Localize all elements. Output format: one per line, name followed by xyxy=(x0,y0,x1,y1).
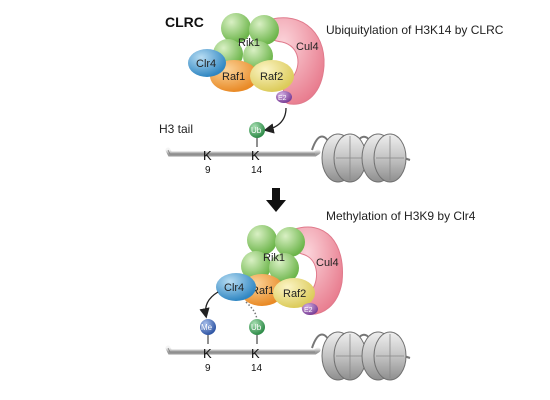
transfer-arrow xyxy=(263,107,287,134)
lysine-k9-number-bottom: 9 xyxy=(205,363,211,374)
me-label: Me xyxy=(201,323,213,332)
clr4-subunit: Clr4 xyxy=(188,49,226,77)
clr4-subunit-bottom: Clr4 xyxy=(216,273,256,301)
raf2-subunit: Raf2 xyxy=(250,60,294,92)
raf1-label: Raf1 xyxy=(222,71,245,83)
ub-mark: Ub xyxy=(249,122,265,147)
process-arrow xyxy=(266,188,286,212)
top-panel: CLRC Ubiquitylation of H3K14 by CLRC Cul… xyxy=(159,13,504,183)
cul4-label: Cul4 xyxy=(296,41,319,53)
raf2-subunit-bottom: Raf2 xyxy=(273,278,315,308)
cul4-label-bottom: Cul4 xyxy=(316,257,339,269)
top-caption: Ubiquitylation of H3K14 by CLRC xyxy=(326,23,504,37)
ub-label-bottom: Ub xyxy=(251,323,262,332)
methylation-arrow xyxy=(199,291,219,319)
nucleosome-pair-bottom xyxy=(311,331,411,381)
ub-mark-bottom: Ub xyxy=(249,319,265,344)
raf2-label: Raf2 xyxy=(260,71,283,83)
clr4-label: Clr4 xyxy=(196,58,216,70)
raf2-label-bottom: Raf2 xyxy=(283,288,306,300)
h3-tail xyxy=(165,147,321,157)
clr4-label-bottom: Clr4 xyxy=(224,282,244,294)
e2-subunit: E2 xyxy=(276,91,292,103)
nucleosome-pair xyxy=(311,133,411,183)
lysine-k9-number: 9 xyxy=(205,165,211,176)
h3-tail-bottom xyxy=(165,345,321,355)
ub-contact-dotted xyxy=(245,301,258,321)
lysine-k14-symbol: K xyxy=(251,148,260,163)
lysine-k9-symbol-bottom: K xyxy=(203,346,212,361)
rik1-subunit-bottom: Rik1 xyxy=(241,225,305,283)
complex-title: CLRC xyxy=(165,14,204,30)
bottom-panel: Methylation of H3K9 by Clr4 Cul4 Rik1 Ra… xyxy=(165,209,476,381)
lysine-k14-number: 14 xyxy=(251,165,263,176)
h3-tail-label: H3 tail xyxy=(159,122,193,136)
lysine-k14-number-bottom: 14 xyxy=(251,363,263,374)
raf1-label-bottom: Raf1 xyxy=(251,285,274,297)
lysine-k9-symbol: K xyxy=(203,148,212,163)
e2-label: E2 xyxy=(278,95,287,102)
e2-label-bottom: E2 xyxy=(304,307,313,314)
e2-subunit-bottom: E2 xyxy=(302,303,318,315)
lysine-k14-symbol-bottom: K xyxy=(251,346,260,361)
rik1-label-bottom: Rik1 xyxy=(263,252,285,264)
me-mark: Me xyxy=(200,319,216,344)
ub-label: Ub xyxy=(251,126,262,135)
cul4-subunit: Cul4 xyxy=(260,17,325,105)
rik1-label: Rik1 xyxy=(238,37,260,49)
bottom-caption: Methylation of H3K9 by Clr4 xyxy=(326,209,476,223)
